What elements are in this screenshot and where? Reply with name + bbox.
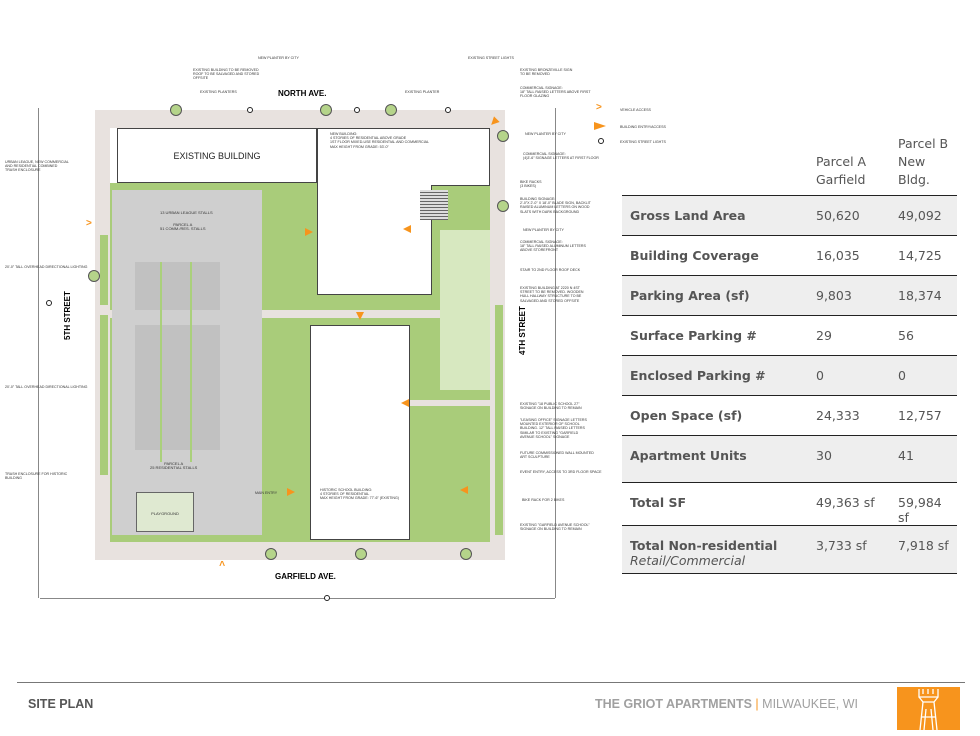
tree-icon <box>460 548 472 560</box>
south-sidewalk <box>95 542 505 560</box>
tree-icon <box>88 270 100 282</box>
site-plan: PARCEL A 51 COMM./RES. STALLS 13 URBAN L… <box>5 56 601 601</box>
parcel-data-table: Parcel A Garfield Parcel B New Bldg. Gro… <box>622 133 957 574</box>
header-parcel-a <box>622 133 800 141</box>
footer-divider <box>17 682 965 683</box>
entry-arrow-icon <box>287 488 295 496</box>
header-parcel-b: Parcel B New Bldg. <box>898 136 949 187</box>
entry-arrow-icon <box>401 399 409 407</box>
footer-project: THE GRIOT APARTMENTS | MILWAUKEE, WI <box>595 697 858 711</box>
street-east: 4TH STREET <box>518 306 527 355</box>
tree-icon <box>320 104 332 116</box>
street-light-icon <box>445 107 451 113</box>
footer-title: SITE PLAN <box>28 697 94 711</box>
parking-label-res: PARCEL A 25 RESIDENTIAL STALLS <box>150 461 198 471</box>
tree-icon <box>497 200 509 212</box>
vehicle-access-icon: > <box>86 218 92 229</box>
vehicle-access-icon: > <box>596 102 602 113</box>
street-light-icon <box>354 107 360 113</box>
parking-label-a: PARCEL A 51 COMM./RES. STALLS <box>160 222 206 232</box>
existing-building: EXISTING BUILDING <box>117 128 317 183</box>
entry-arrow-icon <box>356 312 364 320</box>
street-light-icon <box>324 595 330 601</box>
project-name: THE GRIOT APARTMENTS <box>594 697 752 711</box>
location: MILWAUKEE, WI <box>762 697 858 711</box>
street-west: 5TH STREET <box>63 291 72 340</box>
tree-icon <box>170 104 182 116</box>
entry-arrow-icon <box>305 228 313 236</box>
north-sidewalk <box>95 110 505 128</box>
entry-arrow-icon <box>403 225 411 233</box>
logo <box>897 687 960 731</box>
parking-label-league: 13 URBAN LEAGUE STALLS <box>160 210 213 215</box>
building-entry-arrow-icon <box>594 122 606 130</box>
street-light-icon <box>598 138 604 144</box>
tree-icon <box>497 130 509 142</box>
tree-icon <box>265 548 277 560</box>
tree-icon <box>385 104 397 116</box>
separator: | <box>755 697 759 711</box>
playground: PLAYGROUND <box>136 492 194 532</box>
header-parcel-a: Parcel A Garfield <box>816 154 867 187</box>
street-light-icon <box>247 107 253 113</box>
street-south: GARFIELD AVE. <box>275 572 336 581</box>
entry-arrow-icon <box>460 486 468 494</box>
street-light-icon <box>46 300 52 306</box>
street-north: NORTH AVE. <box>278 89 327 98</box>
vehicle-access-icon: > <box>217 560 229 567</box>
tree-icon <box>355 548 367 560</box>
historic-school-building <box>310 325 410 540</box>
